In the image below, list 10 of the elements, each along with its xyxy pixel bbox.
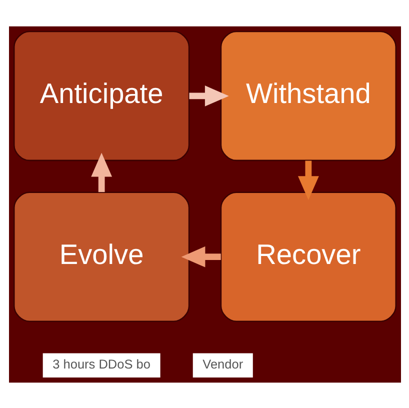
arrow [188, 85, 228, 106]
label: Vendor [202, 356, 243, 372]
node-box: Withstand [220, 30, 396, 161]
label: 3 hours DDoS bo [52, 356, 150, 372]
arrow [180, 246, 220, 267]
node-box: Evolve [12, 191, 190, 322]
arrow [90, 152, 112, 192]
node-box: Recover [220, 191, 396, 322]
node-box: Anticipate [12, 30, 190, 161]
arrow [297, 160, 318, 200]
